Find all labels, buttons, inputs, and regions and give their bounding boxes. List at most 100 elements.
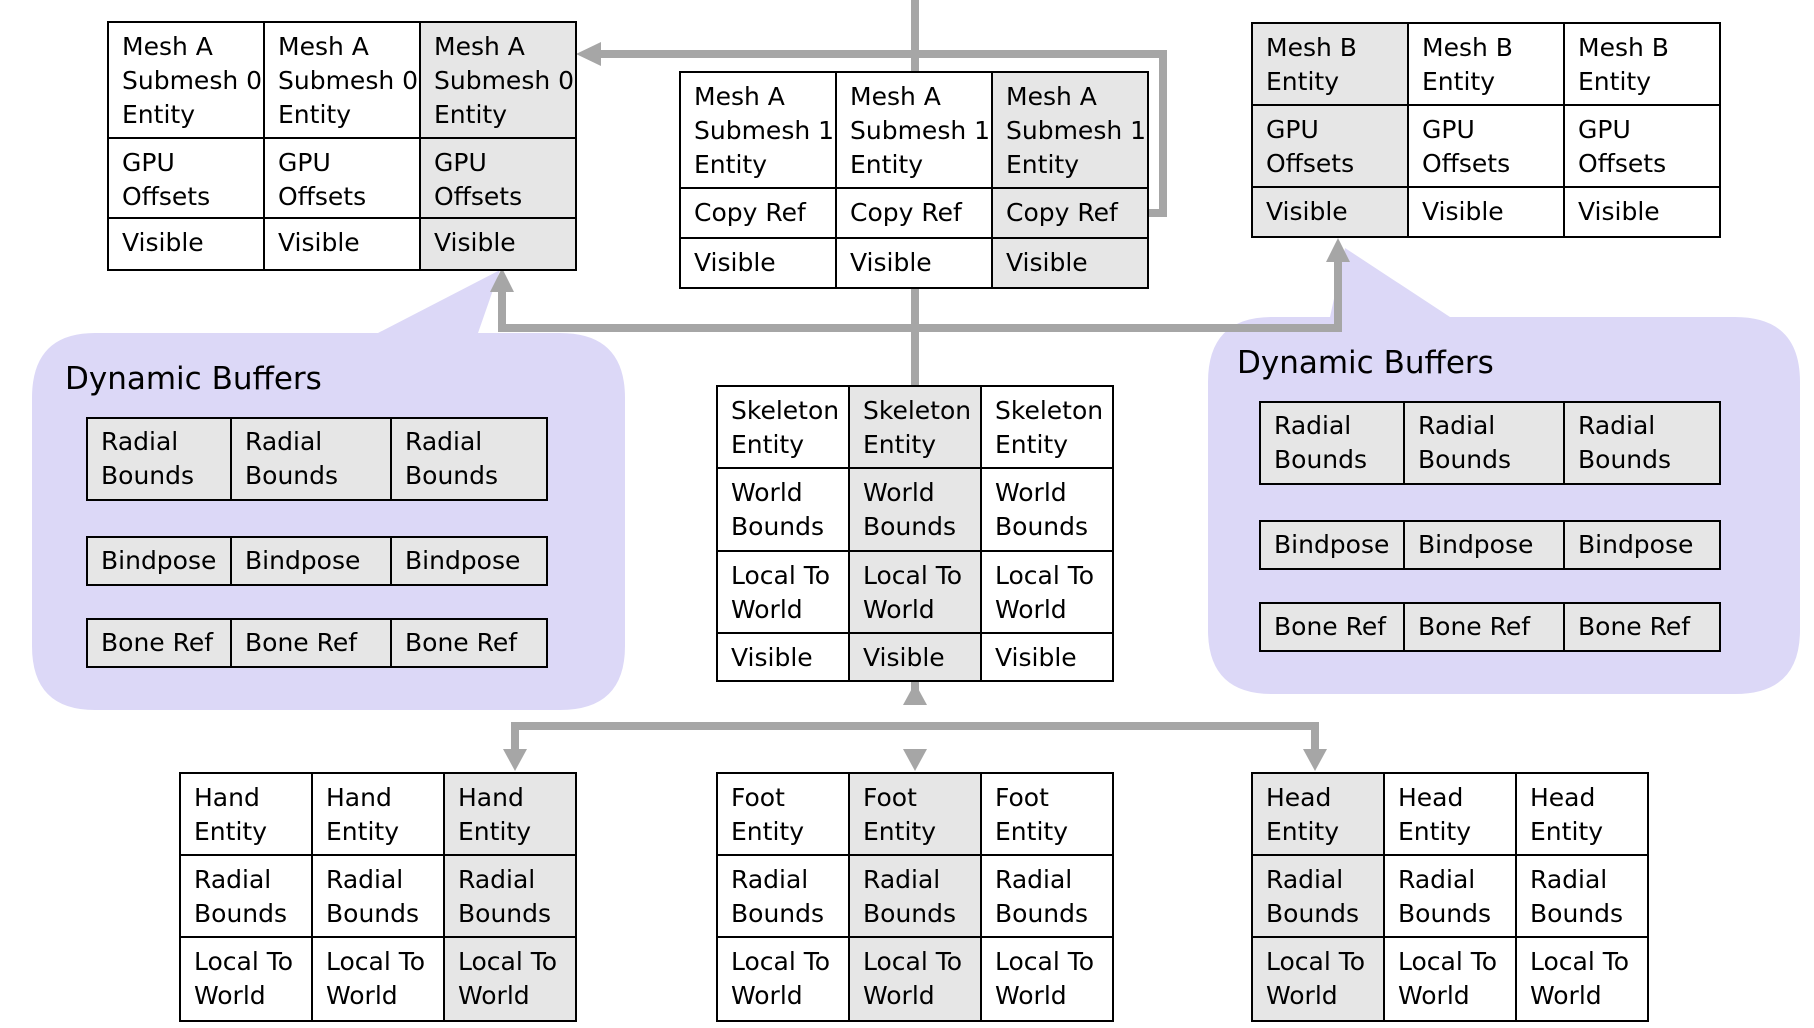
copy-ref-arrow-line bbox=[595, 50, 1167, 217]
cell-text: Bindpose bbox=[101, 546, 217, 575]
left-bone-ref-buffer: Bone Ref Bone Ref Bone Ref bbox=[86, 618, 548, 668]
mesh-a-submesh1-cell: Visible bbox=[993, 239, 1149, 289]
cell-text: Visible bbox=[122, 228, 204, 257]
mesh-b-cell: Visible bbox=[1253, 188, 1409, 238]
cell-text: Visible bbox=[278, 228, 360, 257]
cell-text: Bone Ref bbox=[1418, 612, 1531, 641]
right-bone-ref-buffer: Bone Ref Bone Ref Bone Ref bbox=[1259, 602, 1721, 652]
cell-text: Visible bbox=[694, 248, 776, 277]
mesh-a-submesh0-cell: Visible bbox=[265, 219, 421, 271]
cell-text: Bone Ref bbox=[101, 628, 214, 657]
arrowhead-to-mesh-a bbox=[490, 268, 514, 292]
cell-text: Copy Ref bbox=[850, 198, 962, 227]
cell-text: Visible bbox=[1578, 197, 1660, 226]
left-boneref-cell: Bone Ref bbox=[88, 620, 232, 668]
cell-text: Visible bbox=[1266, 197, 1348, 226]
right-bindpose-cell: Bindpose bbox=[1565, 522, 1721, 570]
left-bindpose-cell: Bindpose bbox=[232, 538, 392, 586]
skeleton-cell: Visible bbox=[982, 634, 1114, 682]
skeleton-cell: Visible bbox=[718, 634, 850, 682]
cell-text: Bindpose bbox=[1578, 530, 1694, 559]
right-boneref-cell: Bone Ref bbox=[1405, 604, 1565, 652]
left-dynamic-buffers-title: Dynamic Buffers bbox=[65, 361, 322, 397]
skeleton-to-mesh-bus bbox=[498, 260, 1342, 332]
arrowhead-to-foot bbox=[903, 749, 927, 771]
cell-text: Copy Ref bbox=[694, 198, 806, 227]
cell-text: Bone Ref bbox=[1274, 612, 1387, 641]
cell-text: Copy Ref bbox=[1006, 198, 1118, 227]
children-bus bbox=[511, 722, 1319, 752]
cell-text: Bone Ref bbox=[1578, 612, 1691, 641]
left-boneref-cell: Bone Ref bbox=[232, 620, 392, 668]
mesh-a-submesh0-cell: Visible bbox=[421, 219, 577, 271]
skeleton-cell: Visible bbox=[850, 634, 982, 682]
cell-text: Bone Ref bbox=[405, 628, 518, 657]
mesh-a-submesh0-cell: Visible bbox=[109, 219, 265, 271]
